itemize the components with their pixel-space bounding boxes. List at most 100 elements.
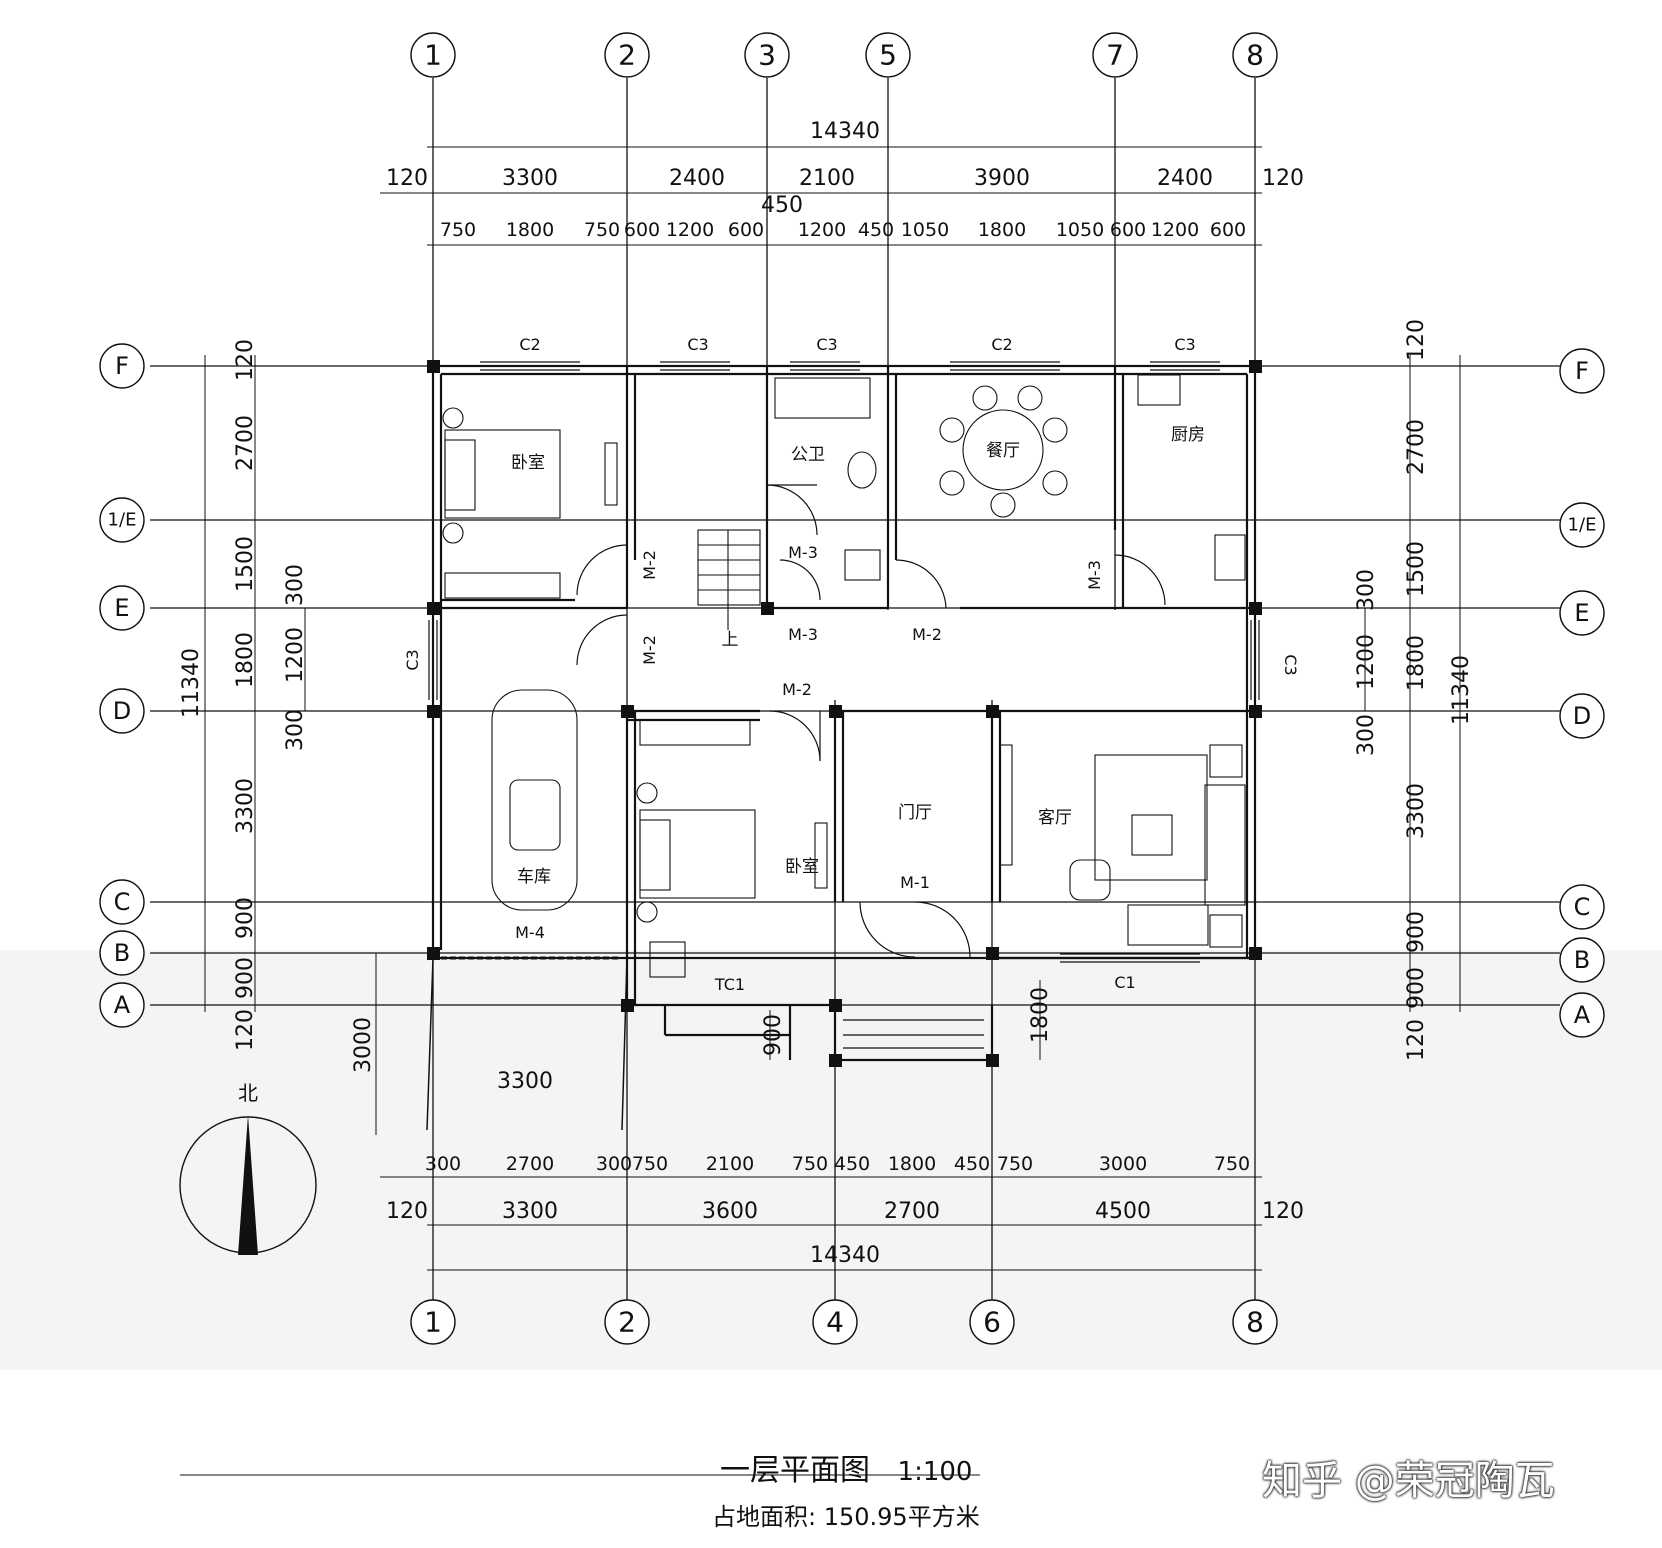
- porch-steps: [843, 1019, 984, 1049]
- dim-garage-width: 3300: [497, 1069, 553, 1094]
- dim-top-r2-1: 1800: [506, 219, 554, 241]
- axis-bottom-8: 8: [1246, 1306, 1264, 1339]
- dim-top-r2-7: 450: [858, 219, 894, 241]
- dim-right-6: 900: [1404, 967, 1429, 1009]
- dim-top-r1-3: 2100: [799, 166, 855, 191]
- axis-right-E: E: [1574, 599, 1589, 627]
- dim-top-r2-9: 1800: [978, 219, 1026, 241]
- dim-right-total: 11340: [1449, 655, 1474, 725]
- dim-bot-r2-1: 3300: [502, 1199, 558, 1224]
- dim-right-inner-1: 1200: [1354, 634, 1379, 690]
- dim-left-4: 3300: [233, 778, 258, 834]
- dim-top-r2-4: 1200: [666, 219, 714, 241]
- axis-top-3: 3: [758, 39, 776, 72]
- room-foyer: 门厅: [898, 803, 932, 823]
- dim-left-inner-1: 1200: [283, 627, 308, 683]
- dim-top-total: 14340: [810, 119, 880, 144]
- area-note: 占地面积: 150.95平方米: [712, 1503, 980, 1531]
- label-m2-c: M-2: [912, 625, 942, 644]
- label-tc1: TC1: [714, 975, 745, 994]
- dim-left-7: 120: [233, 1009, 258, 1051]
- dim-bot-total: 14340: [810, 1243, 880, 1268]
- dim-bot-r1-4: 2100: [706, 1153, 754, 1175]
- dim-right-1: 2700: [1404, 419, 1429, 475]
- axis-right-D: D: [1573, 702, 1591, 730]
- dim-left-5: 900: [233, 897, 258, 939]
- dim-left-6: 900: [233, 957, 258, 999]
- dim-top-r1-0: 120: [386, 166, 428, 191]
- axis-bottom-4: 4: [826, 1306, 844, 1339]
- dim-bot-r2-0: 120: [386, 1199, 428, 1224]
- axis-top-8: 8: [1246, 39, 1264, 72]
- dim-top-450: 450: [761, 193, 803, 218]
- dimension-lines: [204, 146, 1461, 1271]
- dim-top-r2-11: 600: [1110, 219, 1146, 241]
- label-c3-left: C3: [403, 649, 422, 670]
- north-label: 北: [238, 1081, 258, 1105]
- dim-bot-r1-11: 750: [1214, 1153, 1250, 1175]
- room-bedroom1: 卧室: [511, 453, 545, 473]
- axis-left-D: D: [113, 697, 131, 725]
- dim-top-r1-4: 3900: [974, 166, 1030, 191]
- axis-right-A: A: [1574, 1001, 1591, 1029]
- dim-bot-r1-5: 750: [792, 1153, 828, 1175]
- dim-bot-r1-7: 1800: [888, 1153, 936, 1175]
- windows: [428, 361, 1260, 963]
- axis-top-2: 2: [618, 39, 636, 72]
- dim-bot-r2-2: 3600: [702, 1199, 758, 1224]
- label-c3-a: C3: [687, 335, 708, 354]
- dim-top-r2-10: 1050: [1056, 219, 1104, 241]
- label-c2-b: C2: [991, 335, 1012, 354]
- dim-top-r2-0: 750: [440, 219, 476, 241]
- dim-right-inner-0: 300: [1354, 569, 1379, 611]
- axis-bottom-1: 1: [424, 1306, 442, 1339]
- dim-bot-r1-1: 2700: [506, 1153, 554, 1175]
- dim-top-r2-3: 600: [624, 219, 660, 241]
- axis-top-7: 7: [1106, 39, 1124, 72]
- label-m3-b: M-3: [788, 625, 818, 644]
- dim-right-inner-2: 300: [1354, 714, 1379, 756]
- label-m3-a: M-3: [788, 543, 818, 562]
- room-public-wc: 公卫: [791, 445, 825, 465]
- staircase: [697, 529, 761, 630]
- dim-top-r2-6: 1200: [798, 219, 846, 241]
- axis-left-B: B: [114, 939, 130, 967]
- title-text: 一层平面图: [720, 1453, 870, 1488]
- dim-right-0: 120: [1404, 319, 1429, 361]
- dim-top-r2-8: 1050: [901, 219, 949, 241]
- room-living: 客厅: [1038, 808, 1072, 828]
- dim-top-r1-2: 2400: [669, 166, 725, 191]
- dim-top-r2-2: 750: [584, 219, 620, 241]
- dim-right-4: 3300: [1404, 783, 1429, 839]
- axis-top-5: 5: [879, 39, 897, 72]
- label-m1: M-1: [900, 873, 930, 892]
- columns: [427, 360, 1262, 1067]
- axis-right-F: F: [1575, 357, 1589, 385]
- dim-left-inner-2: 300: [283, 709, 308, 751]
- dim-bot-r1-3: 750: [632, 1153, 668, 1175]
- axis-left-A: A: [114, 991, 131, 1019]
- label-m2-d: M-2: [782, 680, 812, 699]
- label-m3-c: M-3: [1085, 560, 1104, 590]
- label-m2-a: M-2: [640, 550, 659, 580]
- drawing-title: 一层平面图 1:100: [720, 1445, 972, 1489]
- axis-bottom-2: 2: [618, 1306, 636, 1339]
- dim-left-3: 1800: [233, 632, 258, 688]
- dim-garage-depth: 3000: [351, 1017, 376, 1073]
- axis-top-1: 1: [424, 39, 442, 72]
- label-m4: M-4: [515, 923, 545, 942]
- dim-top-r1-5: 2400: [1157, 166, 1213, 191]
- axis-right-B: B: [1574, 946, 1590, 974]
- doors: [576, 484, 1166, 958]
- dim-bot-r2-4: 4500: [1095, 1199, 1151, 1224]
- label-m2-b: M-2: [640, 635, 659, 665]
- dim-right-2: 1500: [1404, 541, 1429, 597]
- dim-top-r2-13: 600: [1210, 219, 1246, 241]
- dim-right-3: 1800: [1404, 635, 1429, 691]
- room-garage: 车库: [517, 867, 551, 887]
- axis-right-C: C: [1574, 893, 1591, 921]
- room-dining: 餐厅: [986, 441, 1020, 461]
- dim-left-inner-0: 300: [283, 564, 308, 606]
- axis-bottom-6: 6: [983, 1306, 1001, 1339]
